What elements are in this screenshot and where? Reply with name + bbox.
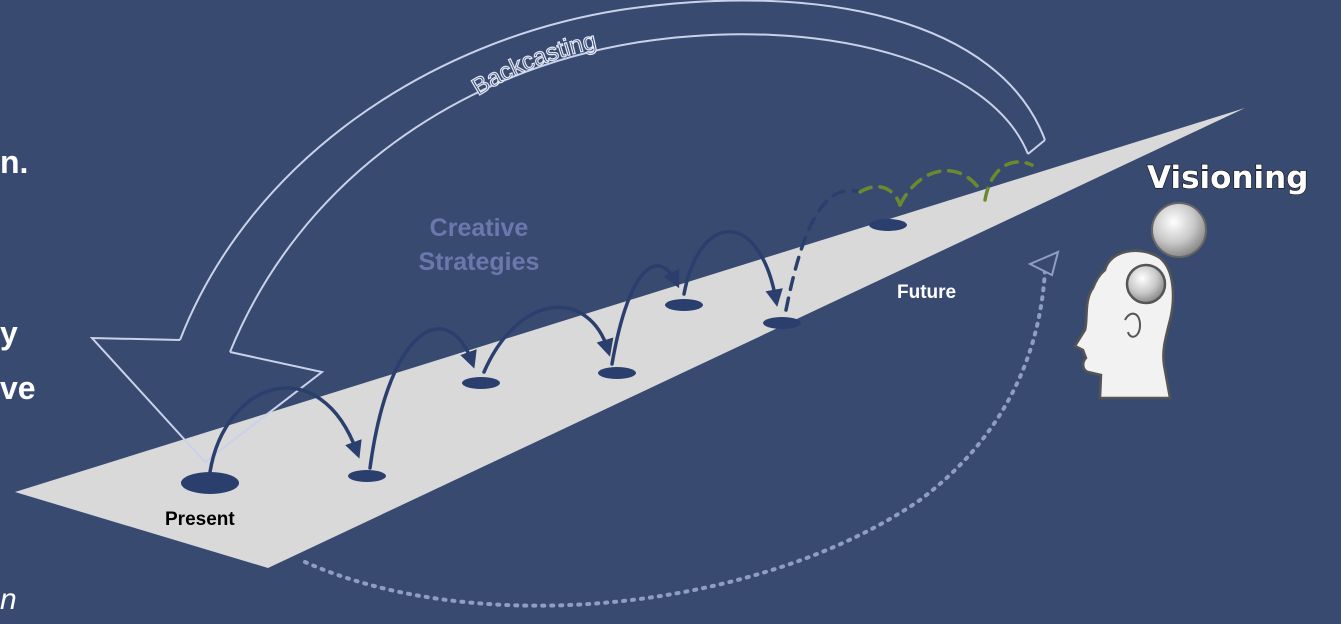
present-label: Present: [165, 509, 235, 530]
dashed-arc-navy: [784, 188, 862, 312]
timeline-road: [15, 108, 1245, 568]
left-text-line-4: n: [0, 583, 17, 616]
jump-arc: [610, 264, 680, 366]
dotted-loop: [303, 268, 1047, 608]
future-label: Future: [897, 282, 956, 303]
step-marker: [869, 219, 907, 231]
head-profile-icon: [1073, 249, 1175, 400]
visioning-label: Visioning: [1147, 160, 1308, 196]
step-marker: [462, 377, 500, 389]
backcasting-arrow: [89, 0, 1046, 464]
step-markers: [181, 219, 907, 494]
jump-arc: [482, 305, 614, 374]
dashed-arc-green: [983, 160, 1034, 202]
left-text-line-2: y: [0, 315, 18, 351]
forward-arcs: [208, 230, 783, 474]
step-marker-present: [181, 472, 239, 494]
step-marker: [348, 470, 386, 482]
creative-strategies-line-2: Strategies: [419, 248, 540, 276]
backcasting-label-path: Backcasting: [467, 27, 600, 102]
jump-arc: [208, 386, 362, 474]
dotted-loop-arrowhead: [1027, 250, 1060, 277]
dashed-arc-green: [898, 168, 982, 207]
creative-strategies-line-1: Creative: [430, 214, 529, 242]
step-marker: [598, 367, 636, 379]
future-arcs: [784, 160, 1034, 312]
left-text-line-3: ve: [0, 370, 36, 406]
thought-sphere-icon: [1151, 202, 1207, 258]
backcasting-label: Backcasting: [467, 27, 599, 101]
step-marker: [763, 317, 801, 329]
dashed-arc-green: [858, 185, 902, 207]
jump-arc: [682, 230, 783, 307]
step-marker: [665, 299, 703, 311]
jump-arc: [368, 327, 477, 470]
left-text-line-1: n.: [0, 144, 29, 180]
